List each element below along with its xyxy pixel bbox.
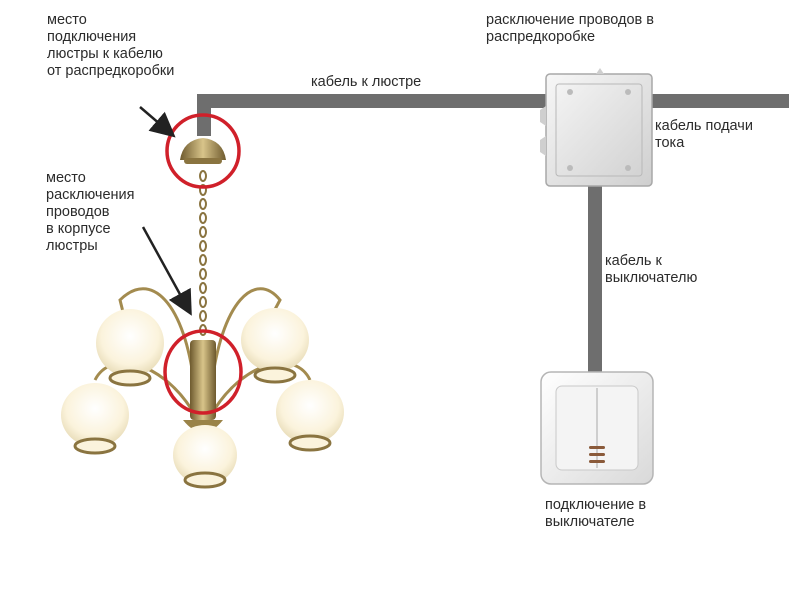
- chandelier: [61, 138, 344, 489]
- label-cable-to-chandelier: кабель к люстре: [311, 74, 422, 90]
- chandelier-shades: [61, 308, 344, 489]
- label-split-in-body: место расключения проводов в корпусе люс…: [46, 170, 135, 254]
- junction-box: [540, 68, 653, 187]
- label-mount-point: место подключения люстры к кабелю от рас…: [47, 12, 175, 79]
- cable-to-chandelier-line: [197, 94, 789, 108]
- label-power-cable: кабель подачи тока: [655, 118, 753, 151]
- label-junction-split: расключение проводов в распредкоробке: [486, 12, 654, 45]
- cable-to-switch-line: [588, 180, 602, 372]
- wall-switch: [540, 371, 654, 485]
- label-switch-connection: подключение в выключателе: [545, 497, 647, 530]
- highlight-circle-ceiling: [165, 113, 241, 189]
- highlight-circle-body: [163, 329, 243, 415]
- arrow-to-ceiling-cup: [139, 106, 176, 138]
- label-cable-to-switch: кабель к выключателю: [605, 253, 698, 286]
- arrow-to-chandelier-body: [141, 226, 192, 316]
